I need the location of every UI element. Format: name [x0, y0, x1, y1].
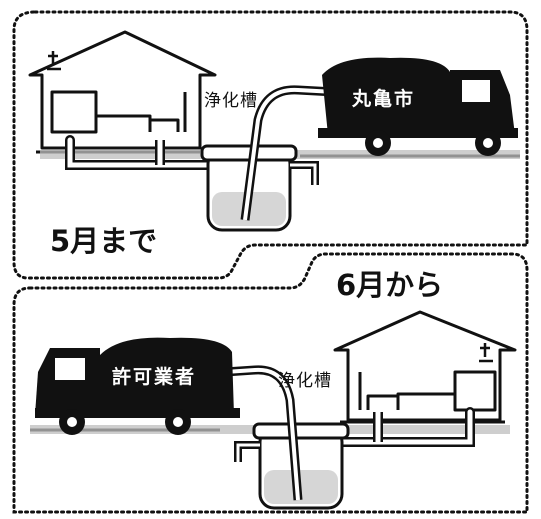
bottom-truck — [35, 337, 240, 435]
bottom-house — [333, 310, 517, 422]
bottom-period-label: 6月から — [336, 268, 444, 302]
top-period-label: 5月まで — [50, 224, 158, 258]
top-house — [28, 30, 217, 150]
bottom-septic-tank-label: 浄化槽 — [278, 371, 332, 391]
top-truck — [318, 57, 518, 156]
top-panel-border — [12, 10, 529, 280]
bottom-septic-tank — [234, 422, 350, 510]
top-truck-label: 丸亀市 — [352, 88, 416, 110]
top-septic-tank-label: 浄化槽 — [204, 91, 258, 111]
bottom-panel-border — [12, 252, 529, 514]
bottom-truck-label: 許可業者 — [112, 366, 197, 388]
